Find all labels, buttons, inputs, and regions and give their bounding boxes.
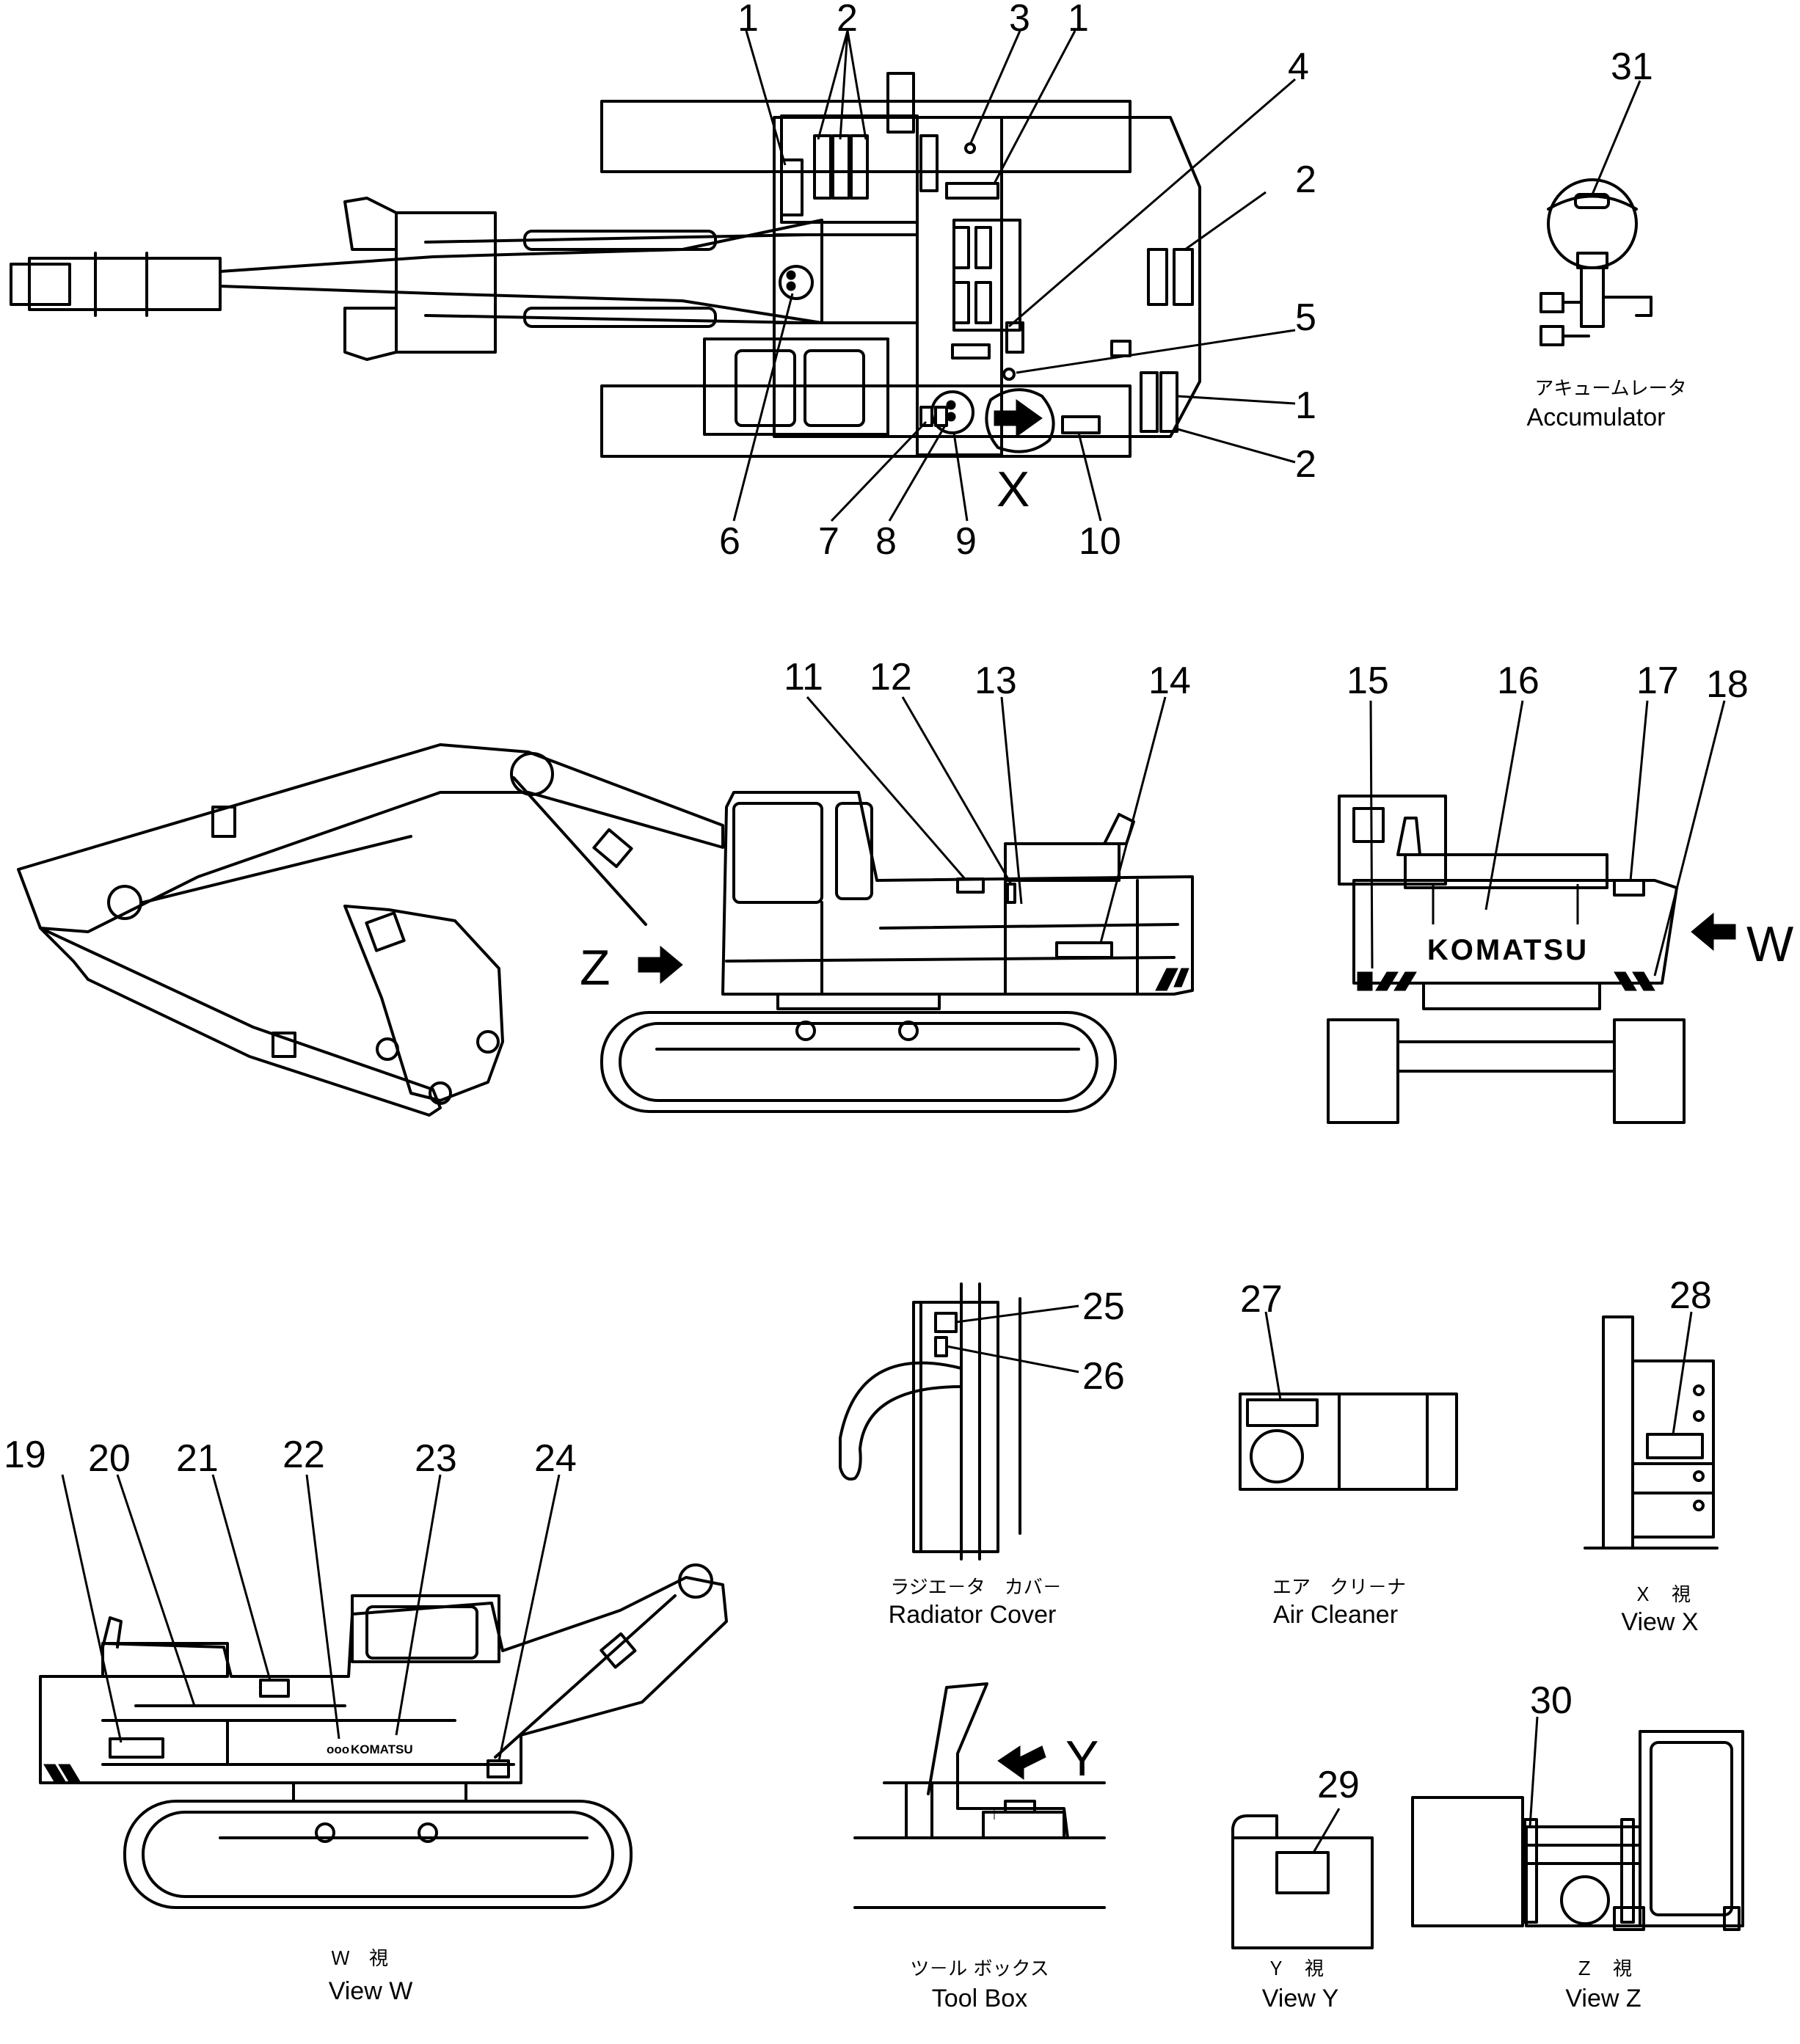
callout-number: 10 bbox=[1079, 520, 1121, 563]
radiator-caption-en: Radiator Cover bbox=[889, 1601, 1057, 1629]
callout-number: 3 bbox=[1009, 0, 1030, 40]
callout-number: 6 bbox=[719, 520, 740, 563]
air-cleaner-caption-jp: エア クリ－ナ bbox=[1272, 1577, 1406, 1599]
callout-number: 30 bbox=[1530, 1679, 1573, 1722]
callout-number: 1 bbox=[1295, 384, 1316, 427]
air-cleaner-detail: エア クリ－ナ Air Cleaner bbox=[1239, 1311, 1458, 1629]
view-y-marker: Y bbox=[1065, 1731, 1098, 1786]
view-w-caption-jp: Ｗ 視 bbox=[331, 1948, 388, 1970]
callout-number: 2 bbox=[1295, 443, 1316, 486]
callout-number: 23 bbox=[415, 1437, 457, 1480]
view-z-caption-jp: Ｚ 視 bbox=[1575, 1958, 1632, 1980]
callout-number: 28 bbox=[1669, 1274, 1712, 1317]
callout-number: 4 bbox=[1288, 45, 1309, 88]
callout-number: 12 bbox=[870, 656, 912, 698]
callout-number: 19 bbox=[4, 1434, 46, 1476]
view-z-caption-en: View Z bbox=[1565, 1985, 1641, 2012]
view-w-detail: ooo KOMATSU Ｗ 視 View W bbox=[39, 1474, 728, 2005]
callout-number: 21 bbox=[176, 1437, 219, 1480]
komatsu-side-logo-prefix: ooo bbox=[327, 1742, 349, 1756]
callout-number: 24 bbox=[534, 1437, 577, 1480]
view-y-caption-jp: Ｙ 視 bbox=[1267, 1958, 1324, 1980]
callout-number: 7 bbox=[818, 520, 839, 563]
tool-box-caption-en: Tool Box bbox=[932, 1985, 1027, 2012]
air-cleaner-caption-en: Air Cleaner bbox=[1273, 1601, 1398, 1629]
excavator-rear-view: KOMATSU W bbox=[1327, 700, 1793, 1124]
tool-box-caption-jp: ツ－ル ボックス bbox=[910, 1958, 1049, 1980]
view-z-marker: Z bbox=[580, 940, 611, 996]
view-y-detail: Ｙ 視 View Y bbox=[1231, 1808, 1374, 2012]
accumulator-caption-en: Accumulator bbox=[1527, 404, 1666, 431]
view-z-detail: Ｚ 視 View Z bbox=[1411, 1716, 1744, 2012]
view-y-caption-en: View Y bbox=[1262, 1985, 1339, 2012]
callout-number: 16 bbox=[1497, 660, 1540, 702]
callout-number: 20 bbox=[88, 1437, 131, 1480]
tool-box-detail: Y ツ－ル ボックス Tool Box bbox=[853, 1682, 1106, 2012]
view-x-marker: X bbox=[996, 461, 1030, 517]
excavator-side-view: Z bbox=[17, 696, 1194, 1117]
komatsu-side-logo: KOMATSU bbox=[351, 1742, 413, 1756]
excavator-top-view: X bbox=[10, 30, 1296, 522]
callout-number: 2 bbox=[837, 0, 858, 40]
callout-number: 26 bbox=[1082, 1355, 1125, 1398]
callout-number: 18 bbox=[1706, 663, 1749, 706]
radiator-cover-detail: ラジエ－タ カバ－ Radiator Cover bbox=[839, 1282, 1079, 1629]
callout-number: 1 bbox=[737, 0, 759, 40]
callout-number: 15 bbox=[1347, 660, 1389, 702]
callout-number: 17 bbox=[1636, 660, 1679, 702]
callout-number: 14 bbox=[1148, 660, 1191, 702]
callout-number: 31 bbox=[1611, 45, 1653, 88]
callout-number: 2 bbox=[1295, 158, 1316, 201]
callout-number: 5 bbox=[1295, 296, 1316, 339]
view-x-caption-jp: Ｘ 視 bbox=[1633, 1584, 1691, 1606]
callout-number: 29 bbox=[1317, 1764, 1360, 1806]
view-x-caption-en: View X bbox=[1621, 1608, 1698, 1636]
callout-number: 27 bbox=[1240, 1278, 1283, 1321]
radiator-caption-jp: ラジエ－タ カバ－ bbox=[890, 1577, 1061, 1599]
callout-number: 11 bbox=[784, 656, 823, 698]
callout-number: 22 bbox=[283, 1434, 325, 1476]
callout-numbers: 1 2 3 1 4 2 5 1 2 6 7 8 9 10 11 12 13 14… bbox=[4, 0, 1749, 1806]
komatsu-rear-logo: KOMATSU bbox=[1427, 934, 1589, 966]
callout-number: 9 bbox=[955, 520, 977, 563]
view-x-detail: Ｘ 視 View X bbox=[1584, 1311, 1719, 1636]
view-w-marker: W bbox=[1746, 916, 1793, 972]
callout-number: 8 bbox=[875, 520, 897, 563]
view-w-caption-en: View W bbox=[329, 1977, 413, 2005]
callout-number: 1 bbox=[1068, 0, 1089, 40]
callout-number: 13 bbox=[974, 660, 1017, 702]
accumulator-caption-jp: アキュームレータ bbox=[1534, 378, 1686, 400]
callout-number: 25 bbox=[1082, 1285, 1125, 1328]
accumulator-detail: アキュームレータ Accumulator bbox=[1527, 80, 1687, 431]
